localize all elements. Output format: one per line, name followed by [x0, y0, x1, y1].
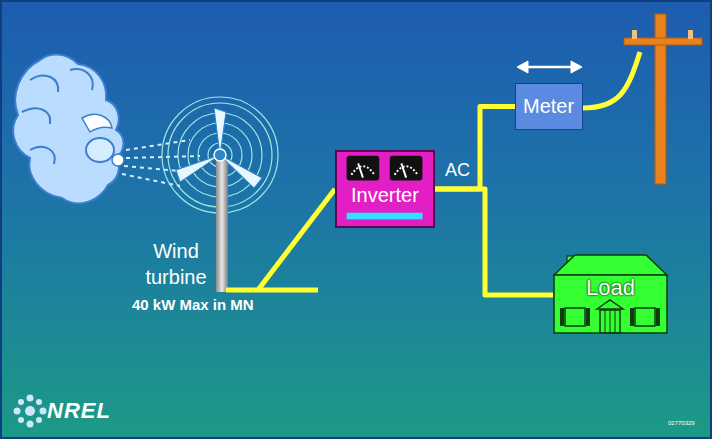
power-wire — [258, 189, 335, 290]
house-roof — [554, 255, 667, 275]
nrel-logo-mark — [14, 395, 47, 428]
power-wire — [435, 107, 515, 190]
node-note: 40 kW Max in MN — [132, 296, 254, 313]
turbine-label-group: Wind turbine 40 kW Max in MN — [128, 238, 258, 315]
dial-needle — [358, 163, 363, 177]
load-house: Load — [553, 253, 668, 334]
door-columns — [605, 310, 615, 333]
figure-code: 02770329 — [668, 420, 695, 426]
bidirectional-arrow — [517, 61, 582, 73]
shutter — [560, 308, 564, 326]
dial-face — [347, 156, 380, 181]
turbine-lead-wire — [226, 288, 318, 293]
wind-face — [13, 54, 124, 203]
door-pediment — [597, 300, 623, 309]
service-drop-wire — [583, 52, 640, 108]
window — [635, 308, 655, 326]
shutter — [586, 308, 590, 326]
shutter — [630, 308, 634, 326]
wind-streaks — [122, 140, 200, 186]
node-title: Wind turbine — [134, 238, 218, 290]
nrel-logo-text: NREL — [47, 398, 111, 424]
node-title: Inverter — [351, 184, 419, 207]
power-wire — [435, 189, 553, 295]
node-title: Load — [586, 275, 635, 301]
node-title: Meter — [523, 95, 574, 118]
display-bar — [347, 213, 423, 220]
meter-box: Meter — [515, 83, 583, 130]
utility-pole — [624, 14, 702, 184]
dial-face — [390, 156, 423, 181]
shutter — [656, 308, 660, 326]
house-body — [554, 275, 667, 333]
dial-scale — [351, 166, 374, 175]
door — [600, 310, 620, 333]
dial-scale — [395, 166, 418, 175]
current-label: AC — [445, 160, 470, 181]
window — [565, 308, 585, 326]
inverter-box: Inverter — [335, 150, 435, 228]
wind-turbine — [162, 97, 278, 292]
dial-needle — [401, 163, 406, 177]
